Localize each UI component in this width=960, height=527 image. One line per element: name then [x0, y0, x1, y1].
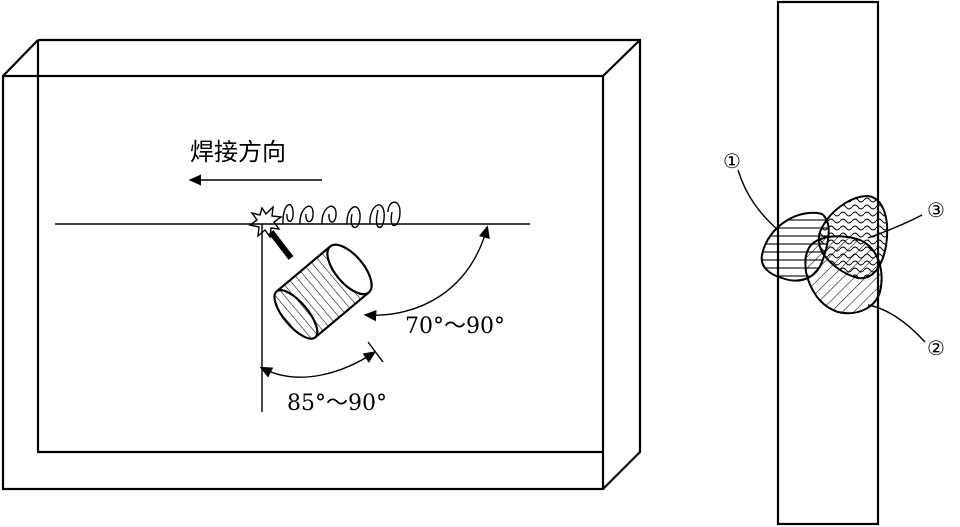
plate-back-edges: [38, 38, 642, 490]
electrode-tip: [268, 230, 294, 260]
weave-pattern: [282, 201, 401, 229]
workpiece-plate: [1, 38, 642, 491]
work-angle-arc: [363, 225, 490, 322]
leader-line-3: [867, 214, 923, 239]
work-angle-label: 70°～90°: [405, 314, 505, 339]
electrode-holder: [273, 243, 373, 340]
arc-spark-icon: [248, 205, 283, 239]
bead-label-2: ②: [927, 336, 945, 360]
travel-angle-tick: [367, 341, 384, 363]
travel-angle-arc: [259, 351, 377, 378]
plate-depth-edge-right: [602, 39, 641, 77]
plate-hidden-edges: [36, 40, 603, 454]
bead-label-1: ①: [723, 149, 741, 173]
leader-line-2: [867, 304, 926, 343]
travel-angle-label: 85°～90°: [287, 391, 387, 416]
welding-direction-label: 焊接方向: [190, 138, 286, 166]
bead-label-3: ③: [927, 198, 945, 222]
plate-depth-edge: [2, 39, 39, 77]
weld-bead-3: [817, 194, 889, 280]
plate-front-face: [1, 74, 605, 491]
leader-line-1: [737, 169, 779, 231]
